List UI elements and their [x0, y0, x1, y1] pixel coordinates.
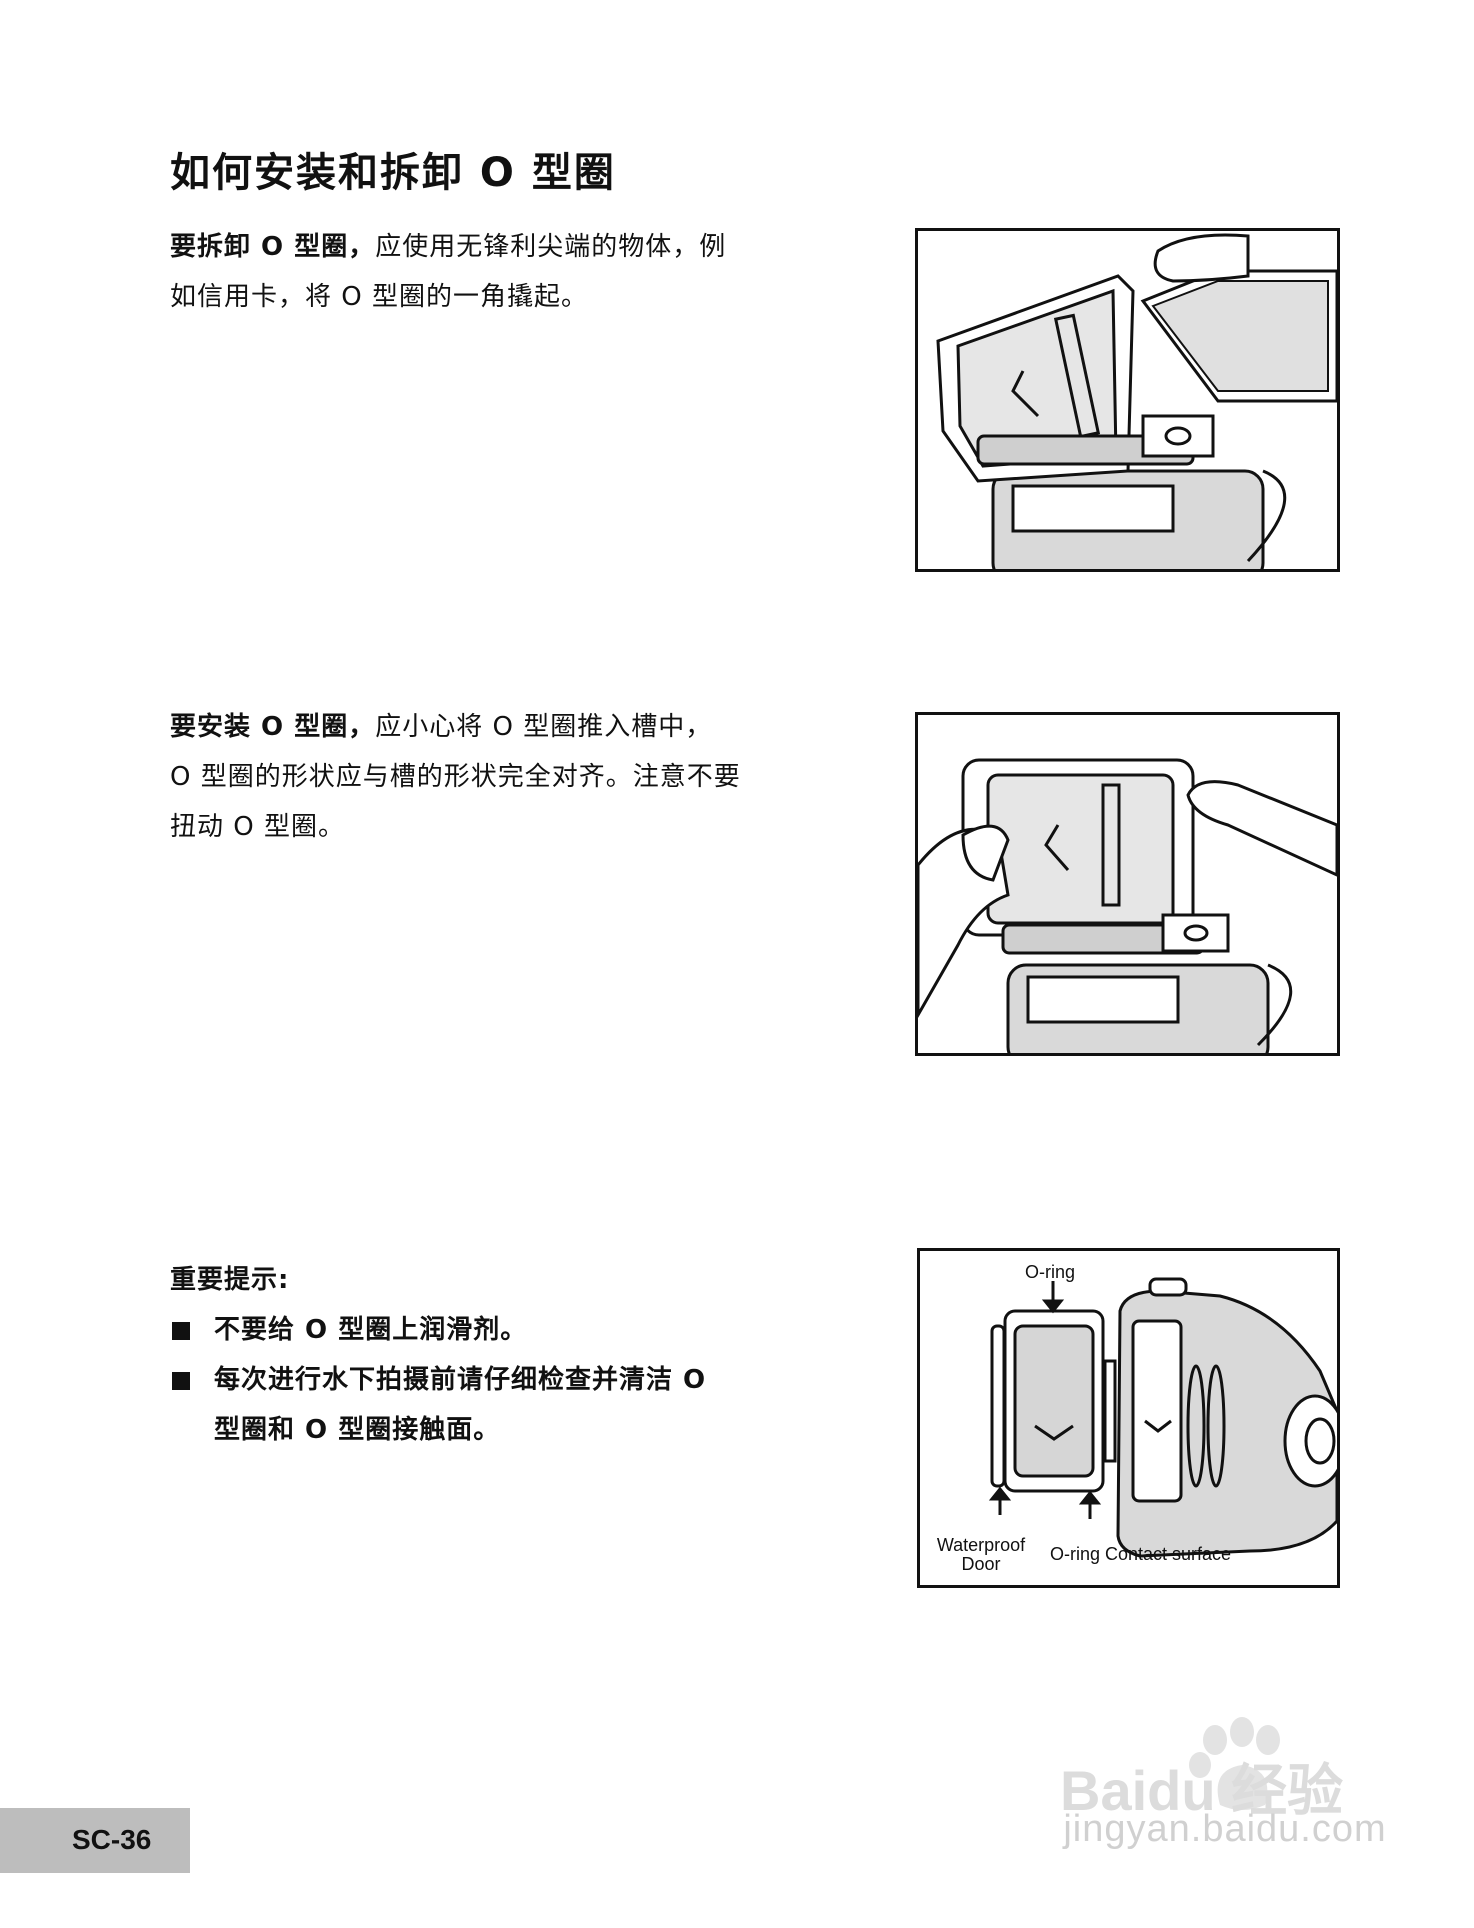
figure-remove-oring	[915, 228, 1340, 572]
page-number: SC-36	[72, 1824, 152, 1855]
important-notes: 重要提示: 不要给 O 型圈上润滑剂。 每次进行水下拍摄前请仔细检查并清洁 O …	[170, 1255, 850, 1455]
square-bullet-icon	[172, 1372, 190, 1390]
remove-oring-illustration	[936, 233, 1337, 569]
baidu-watermark: Baidu 经验 jingyan.baidu.com	[1030, 1710, 1420, 1880]
page-title: 如何安装和拆卸 O 型圈	[170, 150, 616, 196]
install-instructions: 要安装 O 型圈，应小心将 O 型圈推入槽中， O 型圈的形状应与槽的形状完全对…	[170, 702, 860, 852]
remove-instructions: 要拆卸 O 型圈，应使用无锋利尖端的物体，例 如信用卡，将 O 型圈的一角撬起。	[170, 222, 860, 322]
waterproof-door-label-line-1: Waterproof	[936, 1535, 1026, 1555]
waterproof-door-label: Waterproof Door	[926, 1536, 1036, 1574]
install-oring-illustration	[918, 758, 1337, 1053]
remove-line-1-rest: 应使用无锋利尖端的物体，例	[375, 232, 727, 262]
note-1-line-1: 不要给 O 型圈上润滑剂。	[214, 1315, 528, 1345]
watermark-url: jingyan.baidu.com	[1063, 1808, 1387, 1850]
install-lead: 要安装 O 型圈，	[170, 712, 376, 742]
baidu-paw-logo-icon: Baidu 经验	[1060, 1717, 1343, 1822]
page-number-tab: SC-36	[0, 1808, 190, 1873]
square-bullet-icon	[172, 1322, 190, 1340]
note-2-line-1: 每次进行水下拍摄前请仔细检查并清洁 O	[214, 1365, 707, 1395]
notes-heading: 重要提示:	[170, 1265, 290, 1295]
install-line-2: O 型圈的形状应与槽的形状完全对齐。注意不要	[170, 762, 741, 792]
figure-install-oring	[915, 712, 1340, 1056]
note-item-1: 不要给 O 型圈上润滑剂。	[170, 1305, 850, 1355]
watermark-logo-text: Baidu 经验	[1060, 1759, 1343, 1820]
remove-line-2: 如信用卡，将 O 型圈的一角撬起。	[170, 282, 588, 312]
remove-line-1: 要拆卸 O 型圈，应使用无锋利尖端的物体，例	[170, 222, 860, 272]
note-2-line-2: 型圈和 O 型圈接触面。	[214, 1415, 501, 1445]
oring-label: O-ring	[1024, 1262, 1075, 1282]
install-line-3: 扭动 O 型圈。	[170, 812, 345, 842]
figure-oring-diagram: O-ring Waterproof Door O-ring Contact su…	[917, 1248, 1340, 1588]
waterproof-door-label-line-2: Door	[961, 1554, 1001, 1574]
install-line-1-rest: 应小心将 O 型圈推入槽中，	[375, 712, 713, 742]
note-item-2: 每次进行水下拍摄前请仔细检查并清洁 O 型圈和 O 型圈接触面。	[170, 1355, 850, 1455]
oring-diagram-illustration	[988, 1277, 1337, 1558]
oring-contact-surface-label: O-ring Contact surface	[1050, 1544, 1232, 1564]
install-line-1: 要安装 O 型圈，应小心将 O 型圈推入槽中，	[170, 702, 860, 752]
remove-lead: 要拆卸 O 型圈，	[170, 232, 376, 262]
